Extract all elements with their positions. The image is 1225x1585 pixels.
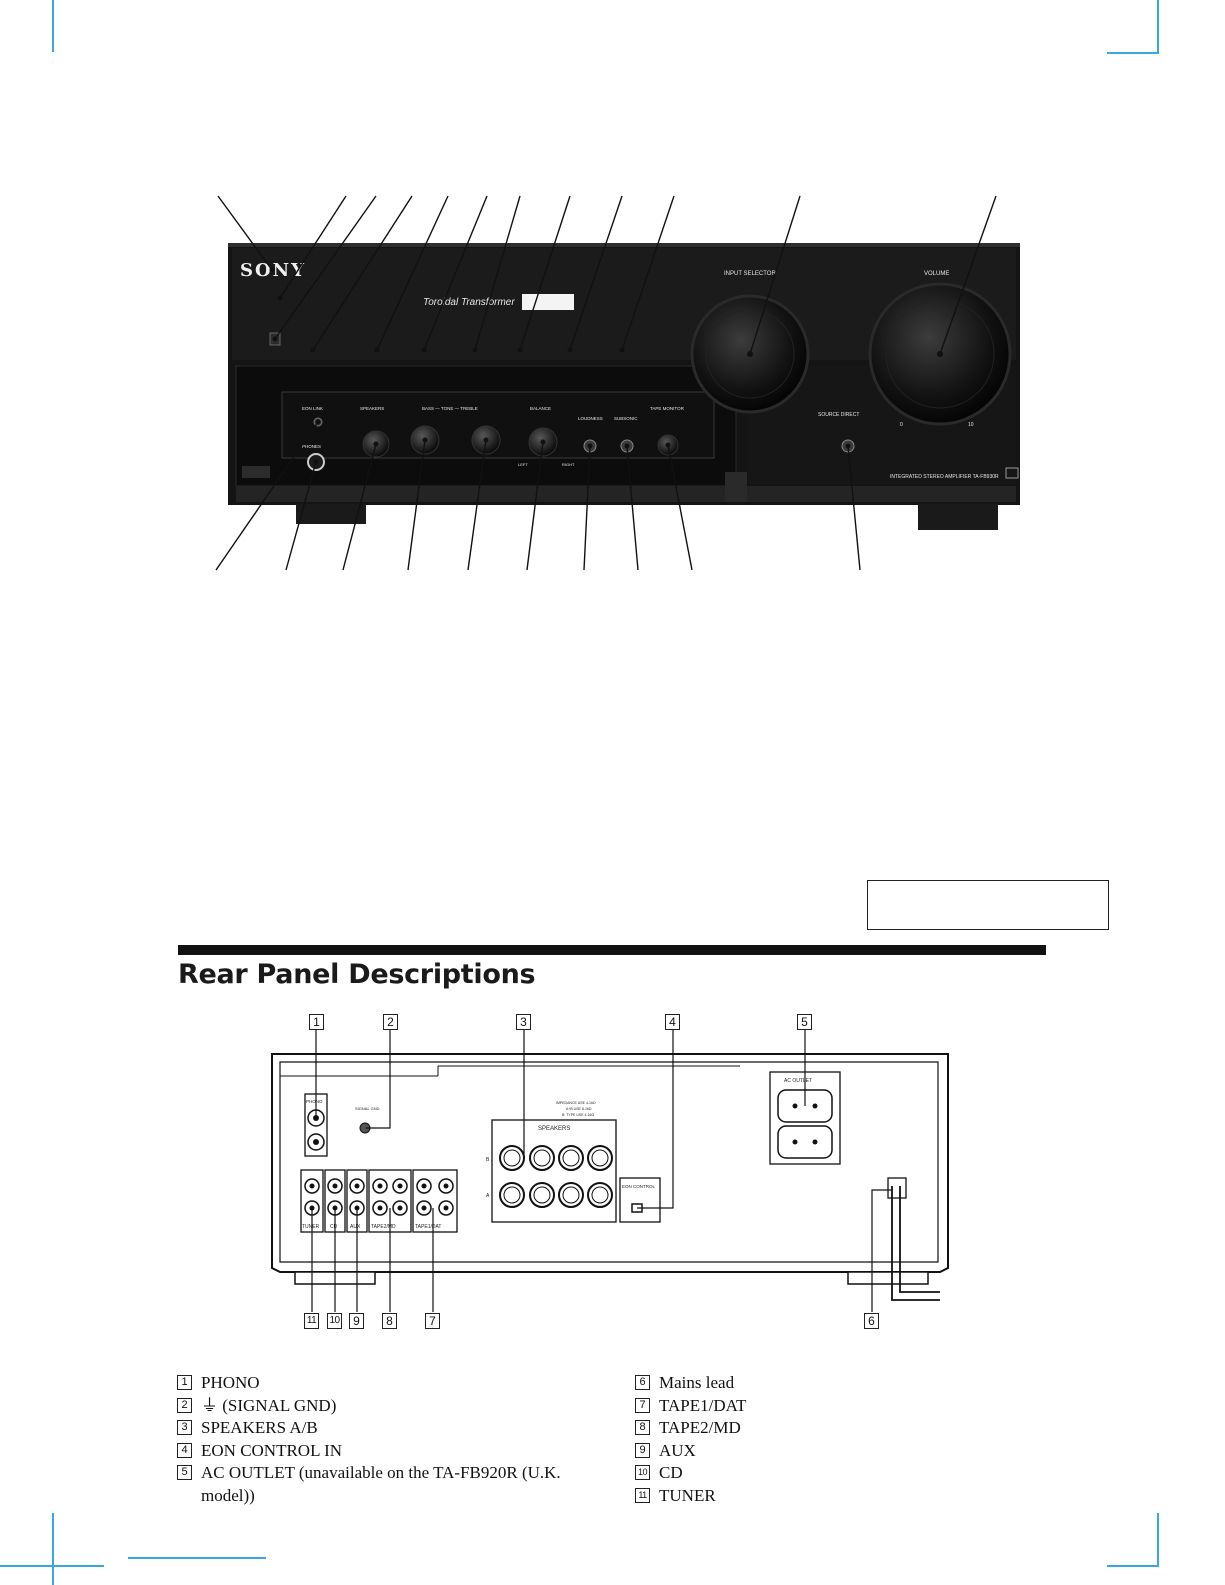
legend-text: TUNER — [659, 1485, 716, 1505]
section-title: Rear Panel Descriptions — [178, 959, 536, 990]
callout-11: 11 — [304, 1313, 319, 1329]
callout-9: 9 — [349, 1313, 364, 1329]
legend-item: 10 CD — [635, 1462, 935, 1485]
callout-3: 3 — [516, 1014, 531, 1030]
front-top-leader-lines — [217, 195, 997, 355]
rear-ac-outlet-label: AC OUTLET — [784, 1078, 812, 1084]
tone-label: BASS — TONE — TREBLE — [422, 406, 478, 411]
rear-phono-label: PHONO — [306, 1099, 323, 1104]
loudness-label: LOUDNESS — [578, 416, 603, 421]
legend-text: Mains lead — [659, 1373, 735, 1392]
empty-note-box — [867, 880, 1109, 930]
legend-num: 3 — [177, 1420, 192, 1435]
impedance-line-1: IMPEDANCE USE 4-16Ω — [556, 1101, 596, 1105]
crop-mark-top-right-h — [1107, 52, 1159, 54]
volume-label: VOLUME — [924, 271, 949, 277]
legend-item: 11 TUNER — [635, 1485, 935, 1508]
input-selector-label: INPUT SELECTOR — [724, 271, 776, 277]
legend-right: 6 Mains lead 7 TAPE1/DAT 8 TAPE2/MD 9 AUX 10… — [635, 1372, 935, 1507]
front-display-window — [522, 294, 574, 310]
legend-num: 6 — [635, 1375, 650, 1390]
legend-text: TAPE1/DAT — [659, 1395, 747, 1415]
legend-num: 9 — [635, 1442, 650, 1458]
legend-text: SPEAKERS A/B — [201, 1418, 318, 1437]
rear-speakers-label: SPEAKERS — [538, 1126, 570, 1132]
jack-label-tuner: TUNER — [302, 1224, 320, 1230]
callout-7: 7 — [425, 1313, 440, 1329]
balance-right-label: RIGHT — [562, 462, 575, 467]
speaker-row-b: B — [486, 1157, 490, 1163]
balance-left-label: LEFT — [518, 462, 528, 467]
crop-mark-bottom-right — [1157, 1513, 1159, 1565]
rear-leader-lines — [311, 1030, 892, 1312]
legend-num: 7 — [635, 1397, 650, 1413]
legend-left: 1 PHONO 2 ⏚ (SIGNAL GND) 3 SPEAKERS A/B 4 EO… — [177, 1372, 597, 1507]
legend-item: 8 TAPE2/MD — [635, 1417, 935, 1440]
legend-num: 11 — [635, 1487, 650, 1503]
volume-max-label: 10 — [968, 422, 974, 428]
legend-text: TAPE2/MD — [659, 1418, 741, 1437]
legend-text: AC OUTLET (unavailable on the TA-FB920R … — [201, 1463, 561, 1505]
impedance-line-3: B: TYPE USE 4-16Ω — [562, 1113, 595, 1117]
rear-signal-gnd-label: SIGNAL GND — [355, 1106, 380, 1111]
crop-mark-bottom-mid-h — [128, 1557, 266, 1559]
callout-5: 5 — [797, 1014, 812, 1030]
legend-num: 5 — [177, 1465, 192, 1480]
front-transformer-label: Toroidal Transformer — [423, 297, 515, 308]
crop-mark-bottom-left-h — [0, 1565, 104, 1567]
legend-text: PHONO — [201, 1373, 260, 1392]
legend-num: 4 — [177, 1442, 192, 1458]
legend-num: 10 — [635, 1465, 650, 1480]
legend-item: 7 TAPE1/DAT — [635, 1395, 935, 1418]
legend-item: 9 AUX — [635, 1440, 935, 1463]
callout-10: 10 — [327, 1313, 342, 1329]
legend-num: 2 — [177, 1397, 192, 1413]
jack-label-aux: AUX — [350, 1224, 361, 1230]
jack-label-cd: CD — [330, 1224, 338, 1230]
rear-eon-control-label: EON CONTROL — [622, 1184, 656, 1189]
crop-mark-bottom-right-h — [1107, 1565, 1159, 1567]
section-rule — [178, 945, 1046, 955]
legend-num: 1 — [177, 1375, 192, 1390]
legend-item: 1 PHONO — [177, 1372, 597, 1395]
legend-text: EON CONTROL IN — [201, 1440, 343, 1460]
rear-input-jacks — [300, 1169, 458, 1233]
jack-label-tape1: TAPE1/DAT — [415, 1224, 442, 1230]
front-panel-photo: SONY Toroidal Transformer INPUT SELECTOR… — [215, 195, 1020, 571]
crop-mark-top-left — [52, 0, 54, 52]
legend-item: 5 AC OUTLET (unavailable on the TA-FB920R… — [177, 1462, 597, 1507]
balance-label: BALANCE — [530, 406, 551, 411]
legend-text: ⏚ (SIGNAL GND) — [201, 1395, 337, 1415]
tape-monitor-label: TAPE MONITOR — [650, 406, 685, 411]
legend-text: CD — [659, 1463, 683, 1482]
impedance-line-2: A+B USE 8-16Ω — [566, 1107, 592, 1111]
callout-4: 4 — [665, 1014, 680, 1030]
callout-1: 1 — [309, 1014, 324, 1030]
legend-num: 8 — [635, 1420, 650, 1435]
jack-label-tape2: TAPE2/MD — [371, 1224, 396, 1230]
legend-text: AUX — [659, 1440, 696, 1460]
crop-mark-top-right — [1157, 0, 1159, 52]
legend-item: 3 SPEAKERS A/B — [177, 1417, 597, 1440]
legend-item: 2 ⏚ (SIGNAL GND) — [177, 1395, 597, 1418]
phones-label: PHONES — [302, 444, 321, 449]
front-bottom-leader-lines — [215, 421, 861, 571]
crop-mark-bottom-left — [52, 1513, 54, 1585]
speakers-front-label: SPEAKERS — [360, 406, 384, 411]
legend-item: 6 Mains lead — [635, 1372, 935, 1395]
volume-min-label: 0 — [900, 422, 903, 428]
subsonic-label: SUBSONIC — [614, 416, 638, 421]
model-label: INTEGRATED STEREO AMPLIFIER TA-FB930R — [890, 474, 999, 480]
eon-link-label: EON LINK — [302, 406, 323, 411]
callout-2: 2 — [383, 1014, 398, 1030]
legend-item: 4 EON CONTROL IN — [177, 1440, 597, 1463]
callout-6: 6 — [864, 1313, 879, 1329]
speaker-row-a: A — [486, 1193, 490, 1199]
callout-8: 8 — [382, 1313, 397, 1329]
source-direct-label: SOURCE DIRECT — [818, 412, 859, 418]
